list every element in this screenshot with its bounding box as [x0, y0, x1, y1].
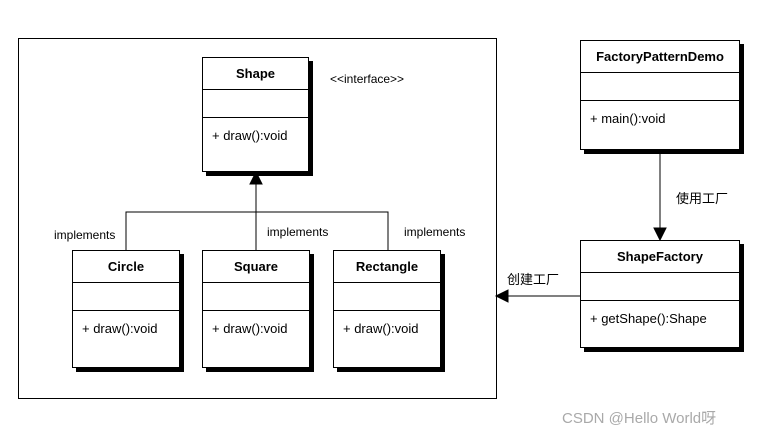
class-shape-factory-method: + getShape():Shape — [590, 311, 707, 326]
class-factory-pattern-demo-method: + main():void — [590, 111, 666, 126]
class-shape-attributes — [203, 90, 308, 118]
class-square-method: + draw():void — [212, 321, 288, 336]
use-factory-arrowhead-icon — [653, 227, 667, 242]
class-shape-factory-name: ShapeFactory — [581, 241, 739, 273]
class-factory-pattern-demo-name: FactoryPatternDemo — [581, 41, 739, 73]
csdn-watermark: CSDN @Hello World呀 — [562, 410, 717, 427]
implements-label-left: implements — [54, 228, 116, 242]
class-shape: Shape + draw():void — [202, 57, 309, 172]
class-rectangle-attributes — [334, 283, 440, 311]
class-square-name: Square — [203, 251, 309, 283]
class-square: Square + draw():void — [202, 250, 310, 368]
class-shape-factory-attributes — [581, 273, 739, 301]
class-rectangle-method: + draw():void — [343, 321, 419, 336]
implements-label-middle: implements — [267, 225, 329, 239]
class-circle: Circle + draw():void — [72, 250, 180, 368]
class-circle-name: Circle — [73, 251, 179, 283]
implements-label-right: implements — [404, 225, 466, 239]
class-circle-attributes — [73, 283, 179, 311]
interface-stereotype-label: <<interface>> — [330, 72, 405, 86]
shapes-boundary-box — [18, 38, 497, 399]
class-circle-method: + draw():void — [82, 321, 158, 336]
create-factory-arrowhead-icon — [494, 289, 509, 303]
class-factory-pattern-demo-attributes — [581, 73, 739, 101]
class-shape-name: Shape — [203, 58, 308, 90]
class-square-attributes — [203, 283, 309, 311]
class-shape-method: + draw():void — [212, 128, 288, 143]
create-factory-label: 创建工厂 — [507, 272, 560, 287]
class-rectangle-name: Rectangle — [334, 251, 440, 283]
use-factory-label: 使用工厂 — [676, 191, 729, 206]
class-rectangle: Rectangle + draw():void — [333, 250, 441, 368]
class-factory-pattern-demo: FactoryPatternDemo + main():void — [580, 40, 740, 150]
class-shape-factory: ShapeFactory + getShape():Shape — [580, 240, 740, 348]
